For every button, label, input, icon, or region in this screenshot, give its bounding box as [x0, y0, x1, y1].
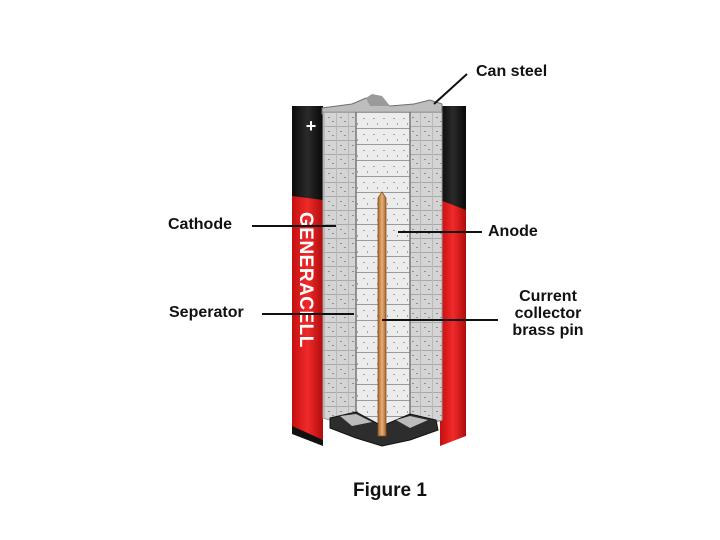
can-right-black [440, 106, 466, 212]
can-left-red [292, 196, 323, 440]
terminal-plus-symbol: + [306, 116, 317, 136]
figure-caption: Figure 1 [353, 480, 427, 501]
label-anode: Anode [488, 223, 538, 240]
label-current-collector-line-3: brass pin [512, 322, 584, 339]
cathode-left [322, 111, 357, 429]
top-nub [366, 94, 390, 106]
label-separator: Seperator [169, 304, 244, 321]
brass-pin [377, 191, 387, 437]
brand-wordmark: GENERACELL [295, 212, 316, 348]
leader-can-steel [433, 73, 468, 105]
can-left-black [292, 106, 323, 208]
can-right-red [440, 200, 466, 446]
label-current-collector: Current collector brass pin [502, 288, 594, 339]
can-left-bottom-black [292, 426, 323, 446]
label-cathode: Cathode [168, 216, 232, 233]
bottom-seal-highlight-r [396, 416, 428, 428]
label-current-collector-line-2: collector [514, 305, 582, 322]
label-can-steel: Can steel [476, 63, 548, 80]
label-current-collector-line-1: Current [519, 288, 577, 305]
bottom-seal-highlight [340, 414, 372, 426]
cathode-right [409, 111, 443, 433]
